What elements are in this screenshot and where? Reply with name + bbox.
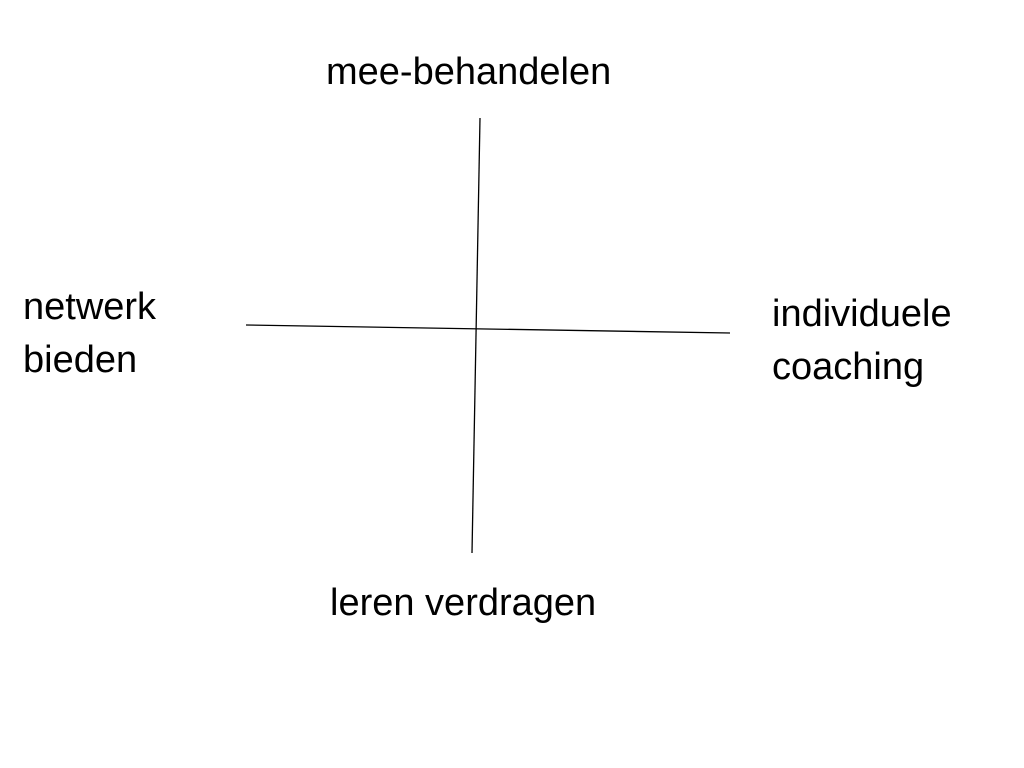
top-axis-label: mee-behandelen — [326, 51, 612, 93]
bottom-axis-label: leren verdragen — [330, 582, 597, 624]
vertical-axis-line — [471, 117, 481, 554]
left-axis-label-line-1: netwerk — [23, 286, 157, 328]
right-axis-label: individuele coaching — [772, 288, 952, 394]
left-axis-label: netwerk bieden — [23, 281, 156, 387]
horizontal-axis-line — [245, 324, 731, 334]
right-axis-label-line-1: individuele — [772, 293, 952, 335]
right-axis-label-line-2: coaching — [772, 346, 925, 388]
left-axis-label-line-2: bieden — [23, 339, 138, 381]
